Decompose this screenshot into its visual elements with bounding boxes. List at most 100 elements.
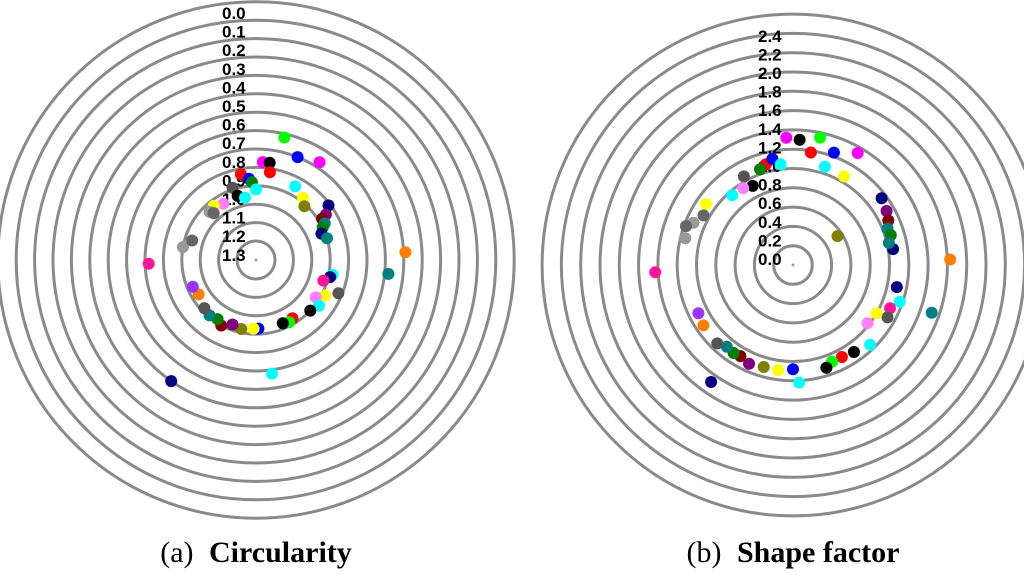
radial-tick-label: 0.8: [222, 153, 246, 172]
grid-ring: [33, 37, 479, 483]
data-point: [787, 363, 799, 376]
center-point: [254, 258, 258, 262]
grid-ring: [772, 244, 814, 286]
data-point: [780, 131, 793, 144]
data-point: [827, 146, 840, 159]
data-point: [321, 232, 333, 245]
data-point: [726, 189, 739, 202]
data-point: [176, 241, 189, 254]
grid-ring: [559, 31, 1024, 499]
data-point: [298, 200, 311, 213]
grid-ring: [695, 167, 891, 363]
radial-tick-label: 0.4: [222, 78, 246, 97]
radial-tick-label: 2.0: [758, 64, 782, 83]
data-point: [705, 376, 718, 388]
data-point: [925, 306, 938, 319]
data-point: [399, 246, 412, 259]
grid-ring: [88, 92, 424, 428]
radial-tick-label: 1.4: [758, 120, 782, 139]
data-point: [757, 361, 770, 373]
grid-ring: [198, 202, 314, 318]
grid-ring: [733, 205, 853, 325]
grid-ring: [161, 165, 351, 355]
data-point: [266, 367, 278, 380]
data-point: [711, 337, 724, 350]
radial-tick-label: 1.8: [758, 83, 782, 102]
radial-tick-label: 2.4: [758, 27, 782, 46]
data-point: [217, 197, 230, 210]
data-point: [142, 257, 155, 270]
data-point: [198, 302, 211, 315]
radial-tick-label: 0.7: [222, 134, 246, 153]
data-point: [239, 191, 251, 204]
data-point: [304, 304, 317, 317]
grid-ring: [714, 186, 872, 344]
data-point: [875, 192, 888, 205]
data-point: [247, 322, 260, 335]
data-point: [263, 166, 276, 179]
data-point: [838, 170, 851, 183]
data-point: [207, 207, 220, 220]
data-point: [814, 131, 827, 144]
data-point: [700, 198, 712, 211]
caption-b-text: Shape factor: [737, 536, 899, 569]
radial-tick-label: 0.3: [222, 60, 246, 79]
data-point: [881, 311, 894, 324]
caption-a-text: Circularity: [209, 536, 352, 569]
data-point: [382, 267, 395, 280]
radial-tick-label: 0.6: [758, 194, 782, 213]
data-point: [289, 180, 302, 193]
data-point: [720, 340, 733, 353]
data-point: [250, 183, 262, 196]
radial-tick-label: 1.6: [758, 101, 782, 120]
grid-ring: [656, 128, 930, 402]
data-point: [649, 266, 662, 279]
radial-tick-label: 0.0: [758, 250, 782, 269]
grid-ring: [235, 239, 277, 281]
grid-ring: [69, 73, 443, 447]
data-point: [226, 318, 239, 331]
caption-b-label: (b): [687, 536, 722, 569]
data-point: [186, 280, 199, 293]
data-point: [317, 274, 330, 287]
data-point: [851, 147, 864, 159]
data-point: [893, 295, 906, 308]
data-point: [746, 179, 759, 192]
grid-ring: [598, 70, 988, 460]
data-point: [313, 156, 326, 169]
data-point: [870, 307, 883, 320]
caption-a: (a) Circularity: [160, 536, 352, 569]
grid-ring: [637, 109, 949, 421]
data-point: [276, 317, 289, 330]
data-point: [818, 160, 831, 173]
data-point: [332, 287, 345, 300]
data-point: [679, 232, 692, 245]
radial-tick-label: 0.4: [758, 213, 782, 232]
data-point: [890, 281, 903, 294]
data-point: [692, 307, 705, 320]
data-point: [804, 146, 817, 159]
radial-tick-label: 0.8: [758, 176, 782, 195]
grid-ring: [125, 129, 387, 391]
data-point: [680, 220, 692, 233]
data-point: [820, 361, 833, 374]
data-point: [737, 182, 750, 195]
data-point: [864, 338, 877, 351]
data-point: [319, 289, 332, 302]
radial-tick-label: 1.3: [222, 246, 246, 265]
data-point: [278, 131, 291, 144]
circularity-chart: 0.00.10.20.30.40.50.60.70.80.91.01.11.21…: [0, 0, 516, 520]
data-point: [754, 163, 766, 176]
data-point: [861, 317, 874, 330]
data-point: [165, 375, 178, 388]
data-point: [831, 230, 844, 243]
radial-tick-label: 0.5: [222, 97, 246, 116]
data-point: [322, 199, 335, 212]
data-point: [737, 170, 750, 183]
center-point: [791, 263, 795, 267]
data-point: [944, 253, 957, 266]
grid-ring: [51, 55, 461, 465]
data-point: [882, 236, 895, 249]
data-point: [697, 209, 710, 222]
